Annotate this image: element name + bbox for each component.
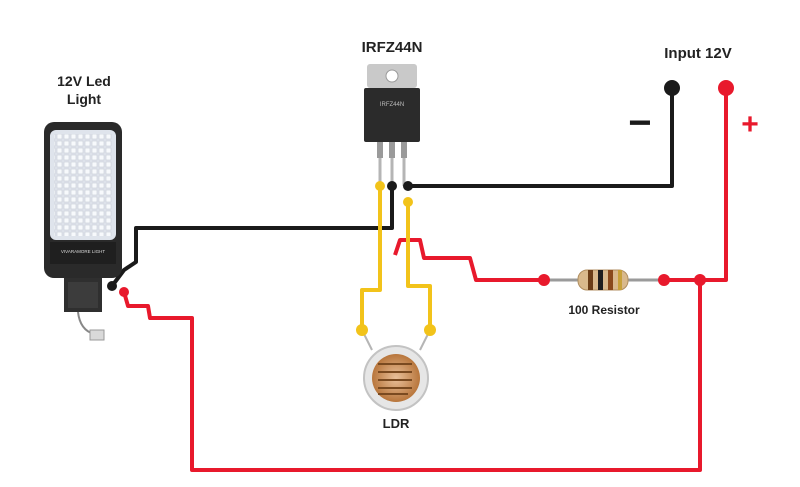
junction-node (387, 181, 397, 191)
led-light-label-line2: Light (67, 91, 102, 107)
junction-node (658, 274, 670, 286)
junction-node (424, 324, 436, 336)
led-brand-text: VIVARAMORE LIGHT (61, 249, 105, 254)
ldr-wire (360, 186, 432, 330)
junction-node (403, 197, 413, 207)
junction-node (538, 274, 550, 286)
ldr-sensor (361, 329, 431, 411)
input-label: Input 12V (664, 45, 732, 62)
junction-node (375, 181, 385, 191)
junction-node (356, 324, 368, 336)
mosfet-irfz44n: IRFZ44N (364, 64, 420, 186)
led-street-light: VIVARAMORE LIGHT (44, 122, 122, 341)
minus-sign: − (628, 101, 651, 145)
mosfet-body-text: IRFZ44N (380, 102, 404, 108)
negative-wire (110, 88, 674, 288)
resistor-100 (544, 269, 664, 291)
ldr-label: LDR (383, 416, 410, 431)
junction-node (119, 287, 129, 297)
negative-terminal (664, 80, 680, 96)
led-light-label-line1: 12V Led (57, 73, 111, 89)
mosfet-label: IRFZ44N (362, 39, 423, 56)
junction-node (694, 274, 706, 286)
positive-terminal (718, 80, 734, 96)
resistor-label: 100 Resistor (568, 303, 640, 317)
junction-node (107, 281, 117, 291)
junction-node (403, 181, 413, 191)
plus-sign: + (741, 108, 759, 141)
